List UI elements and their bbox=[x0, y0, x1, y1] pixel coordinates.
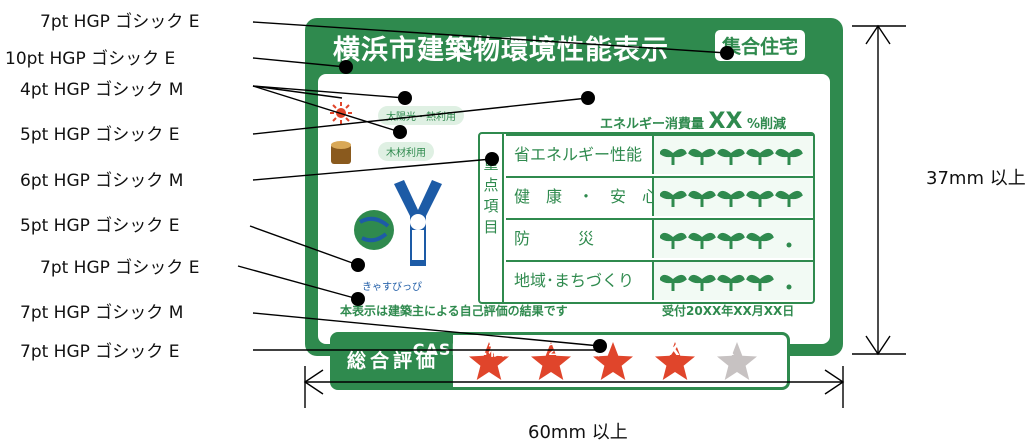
wood-pill: 木材利用 bbox=[378, 142, 434, 161]
row-label: 防 災 bbox=[506, 220, 654, 258]
energy-value: XX bbox=[708, 109, 743, 134]
sprout-rating bbox=[654, 136, 813, 174]
sprout-icon bbox=[775, 190, 803, 207]
label-title: 横浜市建築物環境性能表示 bbox=[333, 35, 669, 66]
arrow-head bbox=[865, 335, 891, 356]
mascot-name: きゃすびっぴ bbox=[362, 282, 422, 293]
row-label: 地域･まちづくり bbox=[506, 262, 654, 300]
annotation-text: 4pt HGP ゴシック M bbox=[20, 80, 184, 100]
star-icon bbox=[469, 342, 509, 380]
sprout-icon bbox=[717, 232, 745, 249]
leader-dot bbox=[351, 292, 365, 306]
table-row: 健 康 ・ 安 心 bbox=[506, 176, 813, 216]
star-icon bbox=[655, 342, 695, 380]
empty-rating-dot bbox=[786, 242, 792, 248]
annotation-text: 5pt HGP ゴシック E bbox=[20, 125, 180, 145]
star-rating bbox=[469, 342, 757, 380]
energy-text: エネルギー消費量 bbox=[600, 117, 705, 132]
sprout-icon bbox=[775, 148, 803, 165]
row-label: 省エネルギー性能 bbox=[506, 136, 654, 174]
sprout-icon bbox=[746, 232, 774, 249]
leader-dot bbox=[581, 91, 595, 105]
sprout-rating bbox=[654, 262, 813, 300]
sprout-icon bbox=[717, 148, 745, 165]
sprout-icon bbox=[717, 274, 745, 291]
sprout-rating bbox=[654, 178, 813, 216]
leader-dot bbox=[339, 60, 353, 74]
row-label: 健 康 ・ 安 心 bbox=[506, 178, 658, 216]
annotation-text: 7pt HGP ゴシック E bbox=[40, 12, 200, 32]
leader-dot bbox=[485, 152, 499, 166]
leader-line bbox=[252, 21, 728, 54]
leader-dot bbox=[351, 258, 365, 272]
leader-line bbox=[252, 97, 589, 135]
star-icon bbox=[593, 342, 633, 380]
empty-star-icon bbox=[717, 342, 757, 380]
sprout-icon bbox=[746, 190, 774, 207]
sprout-icon bbox=[688, 274, 716, 291]
wood-log-icon bbox=[331, 141, 351, 164]
arrow-head bbox=[303, 369, 324, 395]
sprout-icon bbox=[660, 190, 687, 207]
empty-rating-dot bbox=[786, 284, 792, 290]
leader-line bbox=[252, 85, 401, 133]
casbee-label: 横浜市建築物環境性能表示 集合住宅 太陽光・熱利用 木材利用 エネルギー消費量 … bbox=[305, 18, 843, 390]
priority-table: 重点項目 省エネルギー性能 健 康 ・ 安 心 防 災 地域･まちづくり bbox=[478, 132, 815, 304]
annotation-text: 7pt HGP ゴシック E bbox=[20, 342, 180, 362]
annotation-text: 7pt HGP ゴシック M bbox=[20, 303, 184, 323]
energy-unit: %削減 bbox=[747, 117, 787, 132]
annotation-text: 7pt HGP ゴシック E bbox=[40, 258, 200, 278]
mascot-icon bbox=[354, 180, 442, 266]
leader-dot bbox=[720, 46, 734, 60]
reception-date: 受付20XX年XX月XX日 bbox=[662, 304, 795, 318]
sprout-icon bbox=[746, 274, 774, 291]
width-dimension-label: 60mm 以上 bbox=[528, 422, 628, 443]
sprout-icon bbox=[688, 148, 716, 165]
leader-line bbox=[237, 265, 359, 300]
sprout-icon bbox=[717, 190, 745, 207]
label-body: 太陽光・熱利用 木材利用 エネルギー消費量 XX %削減 重点項目 省エネルギー… bbox=[318, 74, 830, 390]
self-evaluation-note: 本表示は建築主による自己評価の結果です bbox=[340, 304, 568, 318]
leader-line bbox=[252, 57, 347, 68]
annotation-text: 10pt HGP ゴシック E bbox=[5, 49, 176, 69]
leader-dot bbox=[393, 125, 407, 139]
arrow-head bbox=[824, 369, 845, 395]
sprout-icon bbox=[660, 232, 687, 249]
sprout-icon bbox=[660, 148, 687, 165]
footer-number: No.XX−XXX bbox=[620, 340, 736, 359]
leader-line bbox=[249, 225, 359, 266]
overall-label: 総合評価 bbox=[333, 335, 453, 387]
sprout-icon bbox=[660, 274, 687, 291]
sprout-rating bbox=[654, 220, 813, 258]
annotation-text: 5pt HGP ゴシック E bbox=[20, 216, 180, 236]
table-row: 防 災 bbox=[506, 218, 813, 258]
energy-reduction: エネルギー消費量 XX %削減 bbox=[600, 109, 786, 134]
leader-line bbox=[252, 85, 406, 99]
leader-dot bbox=[398, 91, 412, 105]
sprout-icon bbox=[746, 148, 774, 165]
sprout-icon bbox=[688, 232, 716, 249]
leader-line bbox=[252, 158, 493, 181]
leader-line bbox=[252, 312, 601, 347]
leader-line bbox=[252, 85, 343, 99]
arrow-head bbox=[865, 24, 891, 45]
table-row: 省エネルギー性能 bbox=[506, 134, 813, 174]
annotation-text: 6pt HGP ゴシック M bbox=[20, 171, 184, 191]
leader-dot bbox=[593, 339, 607, 353]
table-row: 地域･まちづくり bbox=[506, 260, 813, 300]
star-icon bbox=[531, 342, 571, 380]
sprout-icon bbox=[688, 190, 716, 207]
height-dimension-label: 37mm 以上 bbox=[926, 168, 1026, 189]
